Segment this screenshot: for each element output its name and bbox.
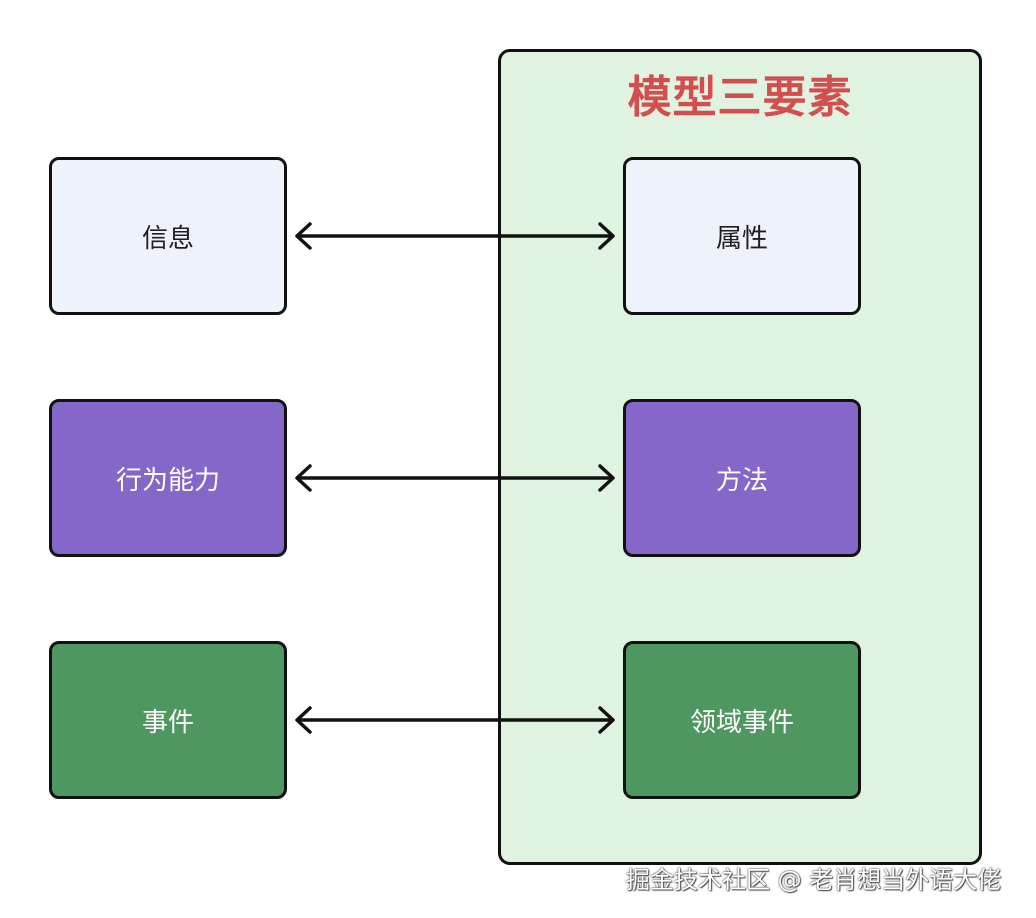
node-label: 事件 [141, 707, 194, 738]
node-label: 领域事件 [689, 707, 794, 738]
node-label: 方法 [715, 465, 768, 496]
node-information: 信息 [49, 157, 287, 315]
node-label: 行为能力 [115, 465, 220, 496]
node-behavior-capability: 行为能力 [49, 399, 287, 557]
node-label: 信息 [141, 223, 194, 254]
watermark: 掘金技术社区 @ 老肖想当外语大佬 [626, 866, 1002, 894]
node-attribute: 属性 [623, 157, 861, 315]
node-event: 事件 [49, 641, 287, 799]
node-method: 方法 [623, 399, 861, 557]
node-domain-event: 领域事件 [623, 641, 861, 799]
group-title: 模型三要素 [627, 72, 853, 123]
node-label: 属性 [715, 223, 768, 254]
